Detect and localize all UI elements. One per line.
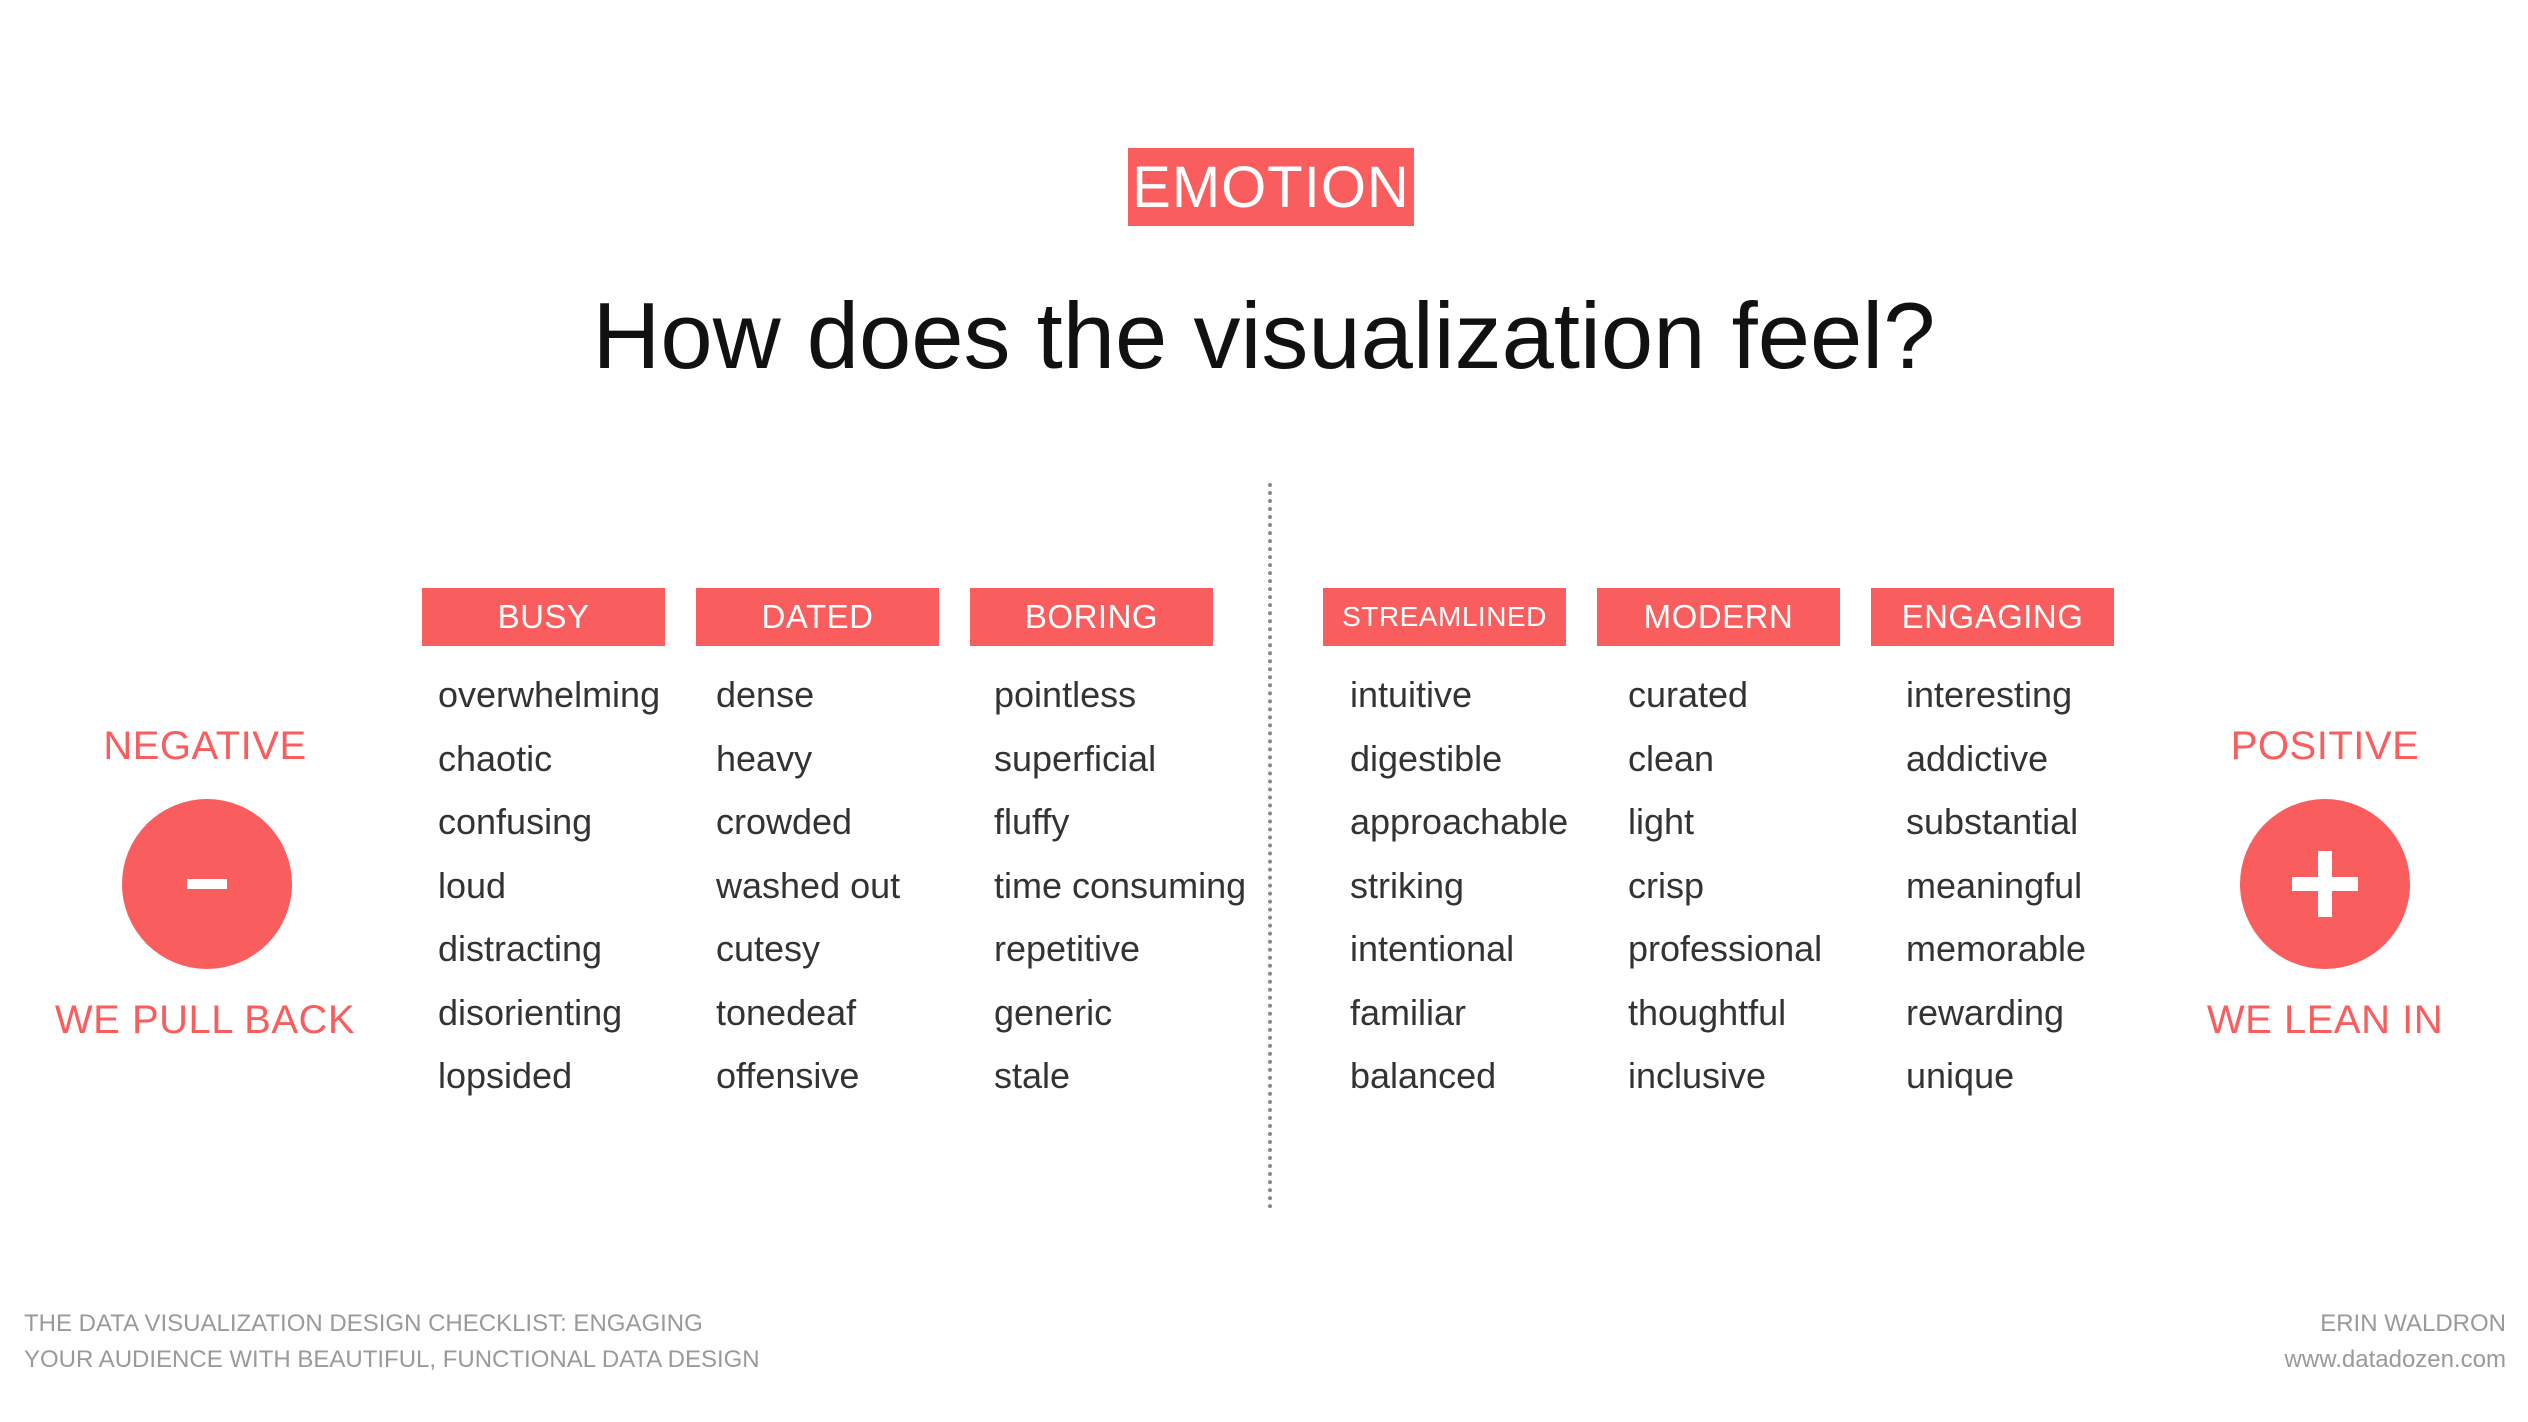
word-list-busy: overwhelming chaotic confusing loud dist… [438,665,660,1110]
list-item: loud [438,864,507,906]
list-item: tonedeaf [716,991,857,1033]
category-engaging: ENGAGING [1871,588,2114,646]
word-list-modern: curated clean light crisp professional t… [1628,665,1822,1110]
list-item: professional [1628,928,1823,969]
list-item: clean [1628,737,1715,779]
word-list-dated: dense heavy crowded washed out cutesy to… [716,665,900,1110]
center-divider [1268,483,1272,1209]
pull-back-label: WE PULL BACK [54,998,356,1042]
list-item: offensive [716,1055,860,1096]
plus-icon [2240,799,2410,969]
list-item: heavy [716,737,813,779]
list-item: chaotic [438,737,553,779]
list-item: distracting [438,928,603,969]
list-item: pointless [994,674,1137,715]
list-item: intuitive [1350,674,1473,715]
list-item: superficial [994,737,1157,779]
list-item: striking [1350,864,1465,906]
list-item: unique [1906,1055,2015,1096]
list-item: memorable [1906,928,2087,969]
word-list-streamlined: intuitive digestible approachable striki… [1350,665,1568,1110]
list-item: thoughtful [1628,991,1787,1033]
list-item: washed out [716,864,901,906]
footer-website: www.datadozen.com [2284,1346,2506,1373]
list-item: substantial [1906,801,2079,842]
list-item: time consuming [994,864,1247,906]
list-item: balanced [1350,1055,1497,1096]
category-busy: BUSY [422,588,665,646]
negative-label: NEGATIVE [103,724,307,768]
category-boring: BORING [970,588,1213,646]
list-item: digestible [1350,737,1503,779]
footer-left-line-1: THE DATA VISUALIZATION DESIGN CHECKLIST:… [24,1310,703,1337]
list-item: inclusive [1628,1055,1767,1096]
word-list-boring: pointless superficial fluffy time consum… [994,665,1246,1110]
category-streamlined: STREAMLINED [1323,588,1566,646]
list-item: familiar [1350,991,1467,1033]
footer-left-line-2: YOUR AUDIENCE WITH BEAUTIFUL, FUNCTIONAL… [24,1346,760,1373]
list-item: rewarding [1906,991,2065,1033]
minus-icon [122,799,292,969]
list-item: dense [716,674,815,715]
list-item: disorienting [438,991,623,1033]
list-item: overwhelming [438,674,661,715]
page-title: How does the visualization feel? [592,283,1936,388]
footer-book-title: THE DATA VISUALIZATION DESIGN CHECKLIST:… [24,1306,760,1378]
list-item: interesting [1906,674,2073,715]
list-item: approachable [1350,801,1569,842]
lean-in-label: WE LEAN IN [2206,998,2444,1042]
positive-label: POSITIVE [2230,724,2420,768]
emotion-badge: EMOTION [1128,148,1414,226]
list-item: meaningful [1906,864,2083,906]
word-list-engaging: interesting addictive substantial meanin… [1906,665,2086,1110]
list-item: curated [1628,674,1749,715]
footer-author-name: ERIN WALDRON [2320,1310,2506,1337]
list-item: intentional [1350,928,1515,969]
category-dated: DATED [696,588,939,646]
list-item: cutesy [716,928,821,969]
list-item: stale [994,1055,1071,1096]
list-item: addictive [1906,737,2049,779]
list-item: light [1628,801,1695,842]
list-item: lopsided [438,1055,573,1096]
category-modern: MODERN [1597,588,1840,646]
list-item: crowded [716,801,853,842]
list-item: crisp [1628,864,1705,906]
list-item: confusing [438,801,593,842]
list-item: repetitive [994,928,1141,969]
list-item: fluffy [994,801,1070,842]
list-item: generic [994,991,1113,1033]
footer-author: ERIN WALDRON www.datadozen.com [2285,1306,2506,1378]
